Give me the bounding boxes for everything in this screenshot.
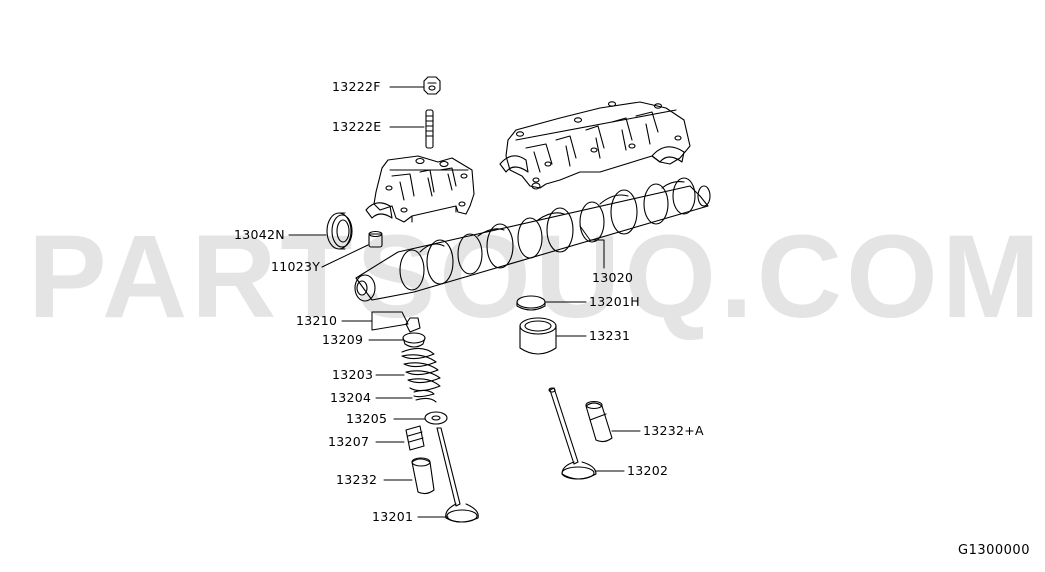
label-11023y: 11023Y [271, 259, 321, 274]
dowel-11023y [368, 230, 383, 248]
label-13204: 13204 [330, 390, 372, 405]
watermark: PARTSOUQ.COM [28, 211, 1045, 343]
label-13203: 13203 [332, 367, 374, 382]
stud-13222e [425, 109, 434, 149]
label-13222f: 13222F [332, 79, 381, 94]
label-13207: 13207 [328, 434, 370, 449]
label-13042n: 13042N [234, 227, 285, 242]
lifter-13231 [519, 317, 557, 355]
nut-13222f [423, 76, 441, 95]
label-13232: 13232 [336, 472, 378, 487]
label-13205: 13205 [346, 411, 388, 426]
label-13210: 13210 [296, 313, 338, 328]
label-13020: 13020 [592, 270, 634, 285]
shim-13201h [516, 295, 546, 311]
valve-guide-13232a [585, 400, 613, 443]
leader-lines [288, 86, 641, 518]
diagram-code: G1300000 [958, 543, 1030, 558]
camshaft-bracket-small [365, 155, 475, 223]
valve-train-left [401, 317, 479, 523]
camshaft-13020 [354, 177, 711, 302]
label-13222e: 13222E [332, 119, 382, 134]
label-13209: 13209 [322, 332, 364, 347]
label-13202: 13202 [627, 463, 669, 478]
label-13201h: 13201H [589, 294, 640, 309]
camshaft-bracket-large [499, 101, 691, 190]
oil-seal-13042n [326, 212, 353, 250]
label-13201: 13201 [372, 509, 414, 524]
valve-right-13202 [548, 387, 597, 480]
label-13232a: 13232+A [643, 423, 704, 438]
label-13231: 13231 [589, 328, 631, 343]
